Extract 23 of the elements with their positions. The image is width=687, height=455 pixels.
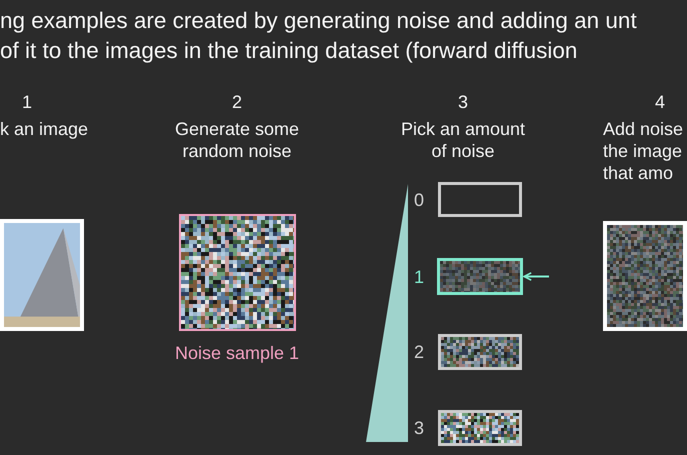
heading: ng examples are created by generating noise and adding an unt of it to the images in the training dataset (forward diffusion bbox=[0, 7, 638, 65]
pyramid-photo bbox=[0, 219, 84, 331]
arrow bbox=[523, 272, 549, 281]
noisy-photo bbox=[603, 221, 687, 331]
step-number: 3 bbox=[456, 91, 469, 113]
empty-noise-box bbox=[438, 182, 522, 217]
step-text: Pick an amount of noise bbox=[400, 118, 526, 162]
noise-level-number: 2 bbox=[414, 341, 424, 363]
image-caption: Noise sample 1 bbox=[174, 342, 300, 364]
step-text: Add noise the image that amo bbox=[603, 118, 684, 184]
noise-level-number: 3 bbox=[414, 417, 424, 439]
low-noise-box bbox=[437, 258, 523, 295]
noise-level-number: 1 bbox=[414, 266, 424, 288]
step-text: k an image bbox=[0, 118, 90, 140]
step-text: Generate some random noise bbox=[174, 118, 300, 162]
step-number: 4 bbox=[654, 91, 666, 113]
step-number: 1 bbox=[20, 91, 33, 113]
medium-noise-box bbox=[438, 334, 522, 370]
step-number: 2 bbox=[230, 91, 243, 113]
high-noise-box bbox=[438, 410, 522, 446]
amount-wedge bbox=[366, 184, 408, 442]
noise-level-number: 0 bbox=[414, 189, 424, 211]
noise-sample-image bbox=[179, 214, 296, 331]
